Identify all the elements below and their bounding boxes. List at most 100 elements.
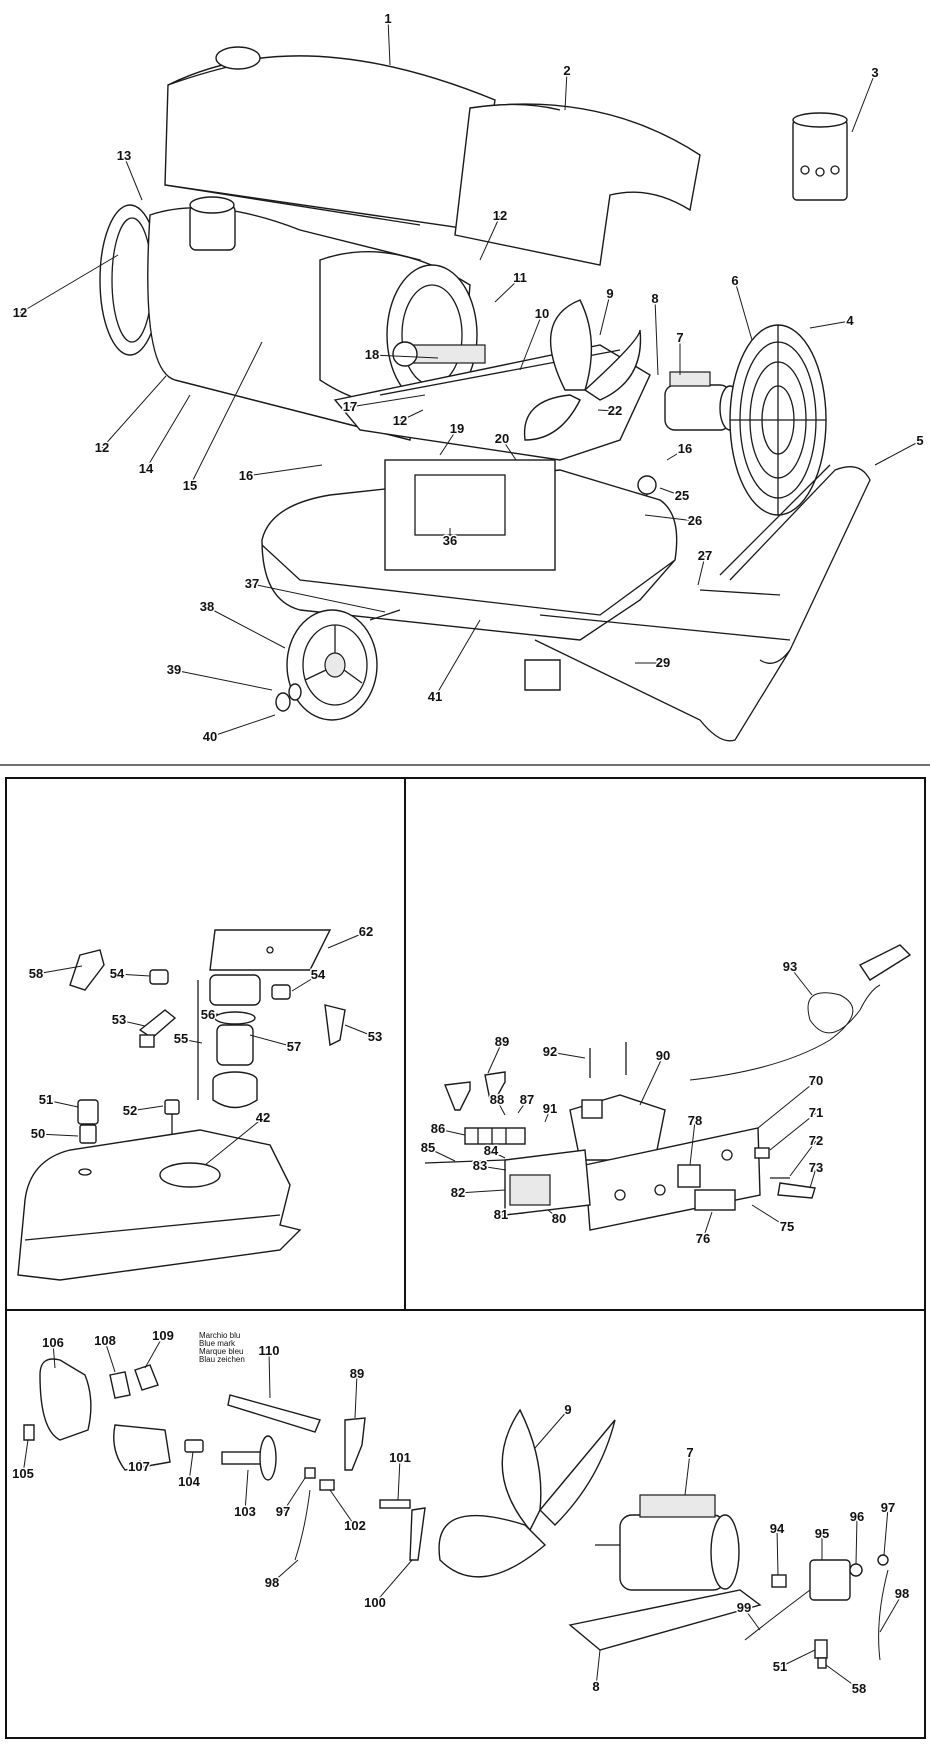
part-label-107: 107	[128, 1459, 150, 1474]
part-label-86: 86	[431, 1121, 445, 1136]
leader-line-19	[439, 428, 458, 456]
part-label-101: 101	[389, 1450, 411, 1465]
leader-line-8	[654, 298, 659, 376]
part-label-51: 51	[773, 1659, 787, 1674]
part-label-108: 108	[94, 1333, 116, 1348]
part-label-11: 11	[513, 270, 527, 285]
axle-washer-and-cap	[275, 609, 401, 712]
flue-pipe	[792, 112, 848, 201]
part-label-16: 16	[239, 468, 253, 483]
part-label-90: 90	[656, 1048, 670, 1063]
leader-line-71	[769, 1112, 817, 1151]
part-label-29: 29	[656, 655, 670, 670]
leader-line-98	[271, 1559, 299, 1584]
leader-line-84	[490, 1150, 506, 1159]
burner-nozzle	[392, 341, 486, 367]
part-label-82: 82	[451, 1185, 465, 1200]
leader-line-88	[496, 1099, 506, 1116]
leader-line-57	[249, 1034, 295, 1048]
part-label-27: 27	[698, 548, 712, 563]
part-label-16: 16	[678, 441, 692, 456]
leader-line-100	[374, 1559, 413, 1604]
part-label-96: 96	[850, 1509, 864, 1524]
leader-line-73	[809, 1167, 817, 1189]
leader-line-86	[437, 1128, 466, 1136]
part-label-6: 6	[731, 273, 738, 288]
part-label-26: 26	[688, 513, 702, 528]
part-label-25: 25	[675, 488, 689, 503]
leader-line-38	[206, 606, 286, 649]
part-label-54: 54	[311, 967, 326, 982]
leader-line-22	[597, 409, 616, 412]
part-label-75: 75	[780, 1219, 794, 1234]
leader-line-70	[757, 1080, 817, 1129]
leader-line-106	[52, 1342, 56, 1369]
leader-line-54	[291, 974, 319, 992]
part-label-104: 104	[178, 1474, 200, 1489]
part-label-8: 8	[651, 291, 658, 306]
part-label-97: 97	[276, 1504, 290, 1519]
leader-line-26	[644, 514, 696, 522]
part-label-70: 70	[809, 1073, 823, 1088]
leader-line-110	[268, 1350, 271, 1399]
part-label-10: 10	[535, 306, 549, 321]
part-label-8: 8	[592, 1679, 599, 1694]
leader-line-102	[329, 1489, 356, 1527]
part-label-51: 51	[39, 1092, 53, 1107]
part-label-62: 62	[359, 924, 373, 939]
part-label-80: 80	[552, 1211, 566, 1226]
part-label-76: 76	[696, 1231, 710, 1246]
leader-line-99	[743, 1607, 761, 1631]
leader-line-55	[180, 1038, 203, 1044]
leader-line-76	[702, 1211, 713, 1240]
leader-line-20	[501, 438, 517, 461]
part-label-95: 95	[815, 1526, 829, 1541]
leader-line-17	[349, 394, 426, 408]
part-label-36: 36	[443, 533, 457, 548]
part-label-12: 12	[393, 413, 407, 428]
upper-shell-front	[454, 103, 701, 266]
inner-cylinder	[319, 251, 478, 410]
part-label-53: 53	[368, 1029, 382, 1044]
part-label-3: 3	[871, 65, 878, 80]
leader-line-89	[487, 1041, 503, 1074]
leader-line-54	[116, 973, 151, 977]
part-label-5: 5	[916, 433, 923, 448]
leader-line-81	[500, 1212, 526, 1216]
blue-mark-note-line-3: Marque bleu	[199, 1347, 243, 1356]
fan-guard	[729, 324, 827, 516]
leader-line-56	[207, 1013, 219, 1016]
leader-line-12	[101, 375, 167, 449]
leader-line-91	[544, 1108, 551, 1123]
leader-line-8	[595, 1649, 601, 1688]
leader-line-103	[244, 1469, 249, 1513]
blue-mark-note-line-1: Marchio blu	[199, 1331, 240, 1340]
leader-line-105	[22, 1439, 29, 1475]
leader-line-96	[855, 1516, 858, 1565]
part-label-7: 7	[686, 1445, 693, 1460]
part-label-12: 12	[95, 440, 109, 455]
leader-line-12	[399, 409, 424, 422]
leader-line-97	[883, 1507, 889, 1556]
main-assembly-section	[99, 46, 871, 742]
part-label-9: 9	[564, 1402, 571, 1417]
part-label-37: 37	[245, 576, 259, 591]
leader-line-80	[547, 1209, 560, 1220]
leader-line-41	[434, 619, 481, 698]
blue-mark-note-line-4: Blau zeichen	[199, 1355, 245, 1364]
leader-line-89	[354, 1373, 358, 1419]
part-label-73: 73	[809, 1160, 823, 1175]
part-label-72: 72	[809, 1133, 823, 1148]
leader-line-51	[779, 1649, 816, 1668]
leader-line-1	[387, 18, 391, 66]
leader-line-5	[874, 440, 921, 466]
leader-line-14	[145, 394, 191, 470]
part-label-12: 12	[493, 208, 507, 223]
leader-line-53	[118, 1019, 146, 1027]
leader-line-101	[397, 1457, 401, 1501]
leader-line-42	[204, 1117, 264, 1166]
leader-line-78	[689, 1120, 696, 1166]
burner-motor-section	[23, 1358, 889, 1669]
leader-line-50	[37, 1133, 79, 1137]
part-label-71: 71	[809, 1105, 823, 1120]
